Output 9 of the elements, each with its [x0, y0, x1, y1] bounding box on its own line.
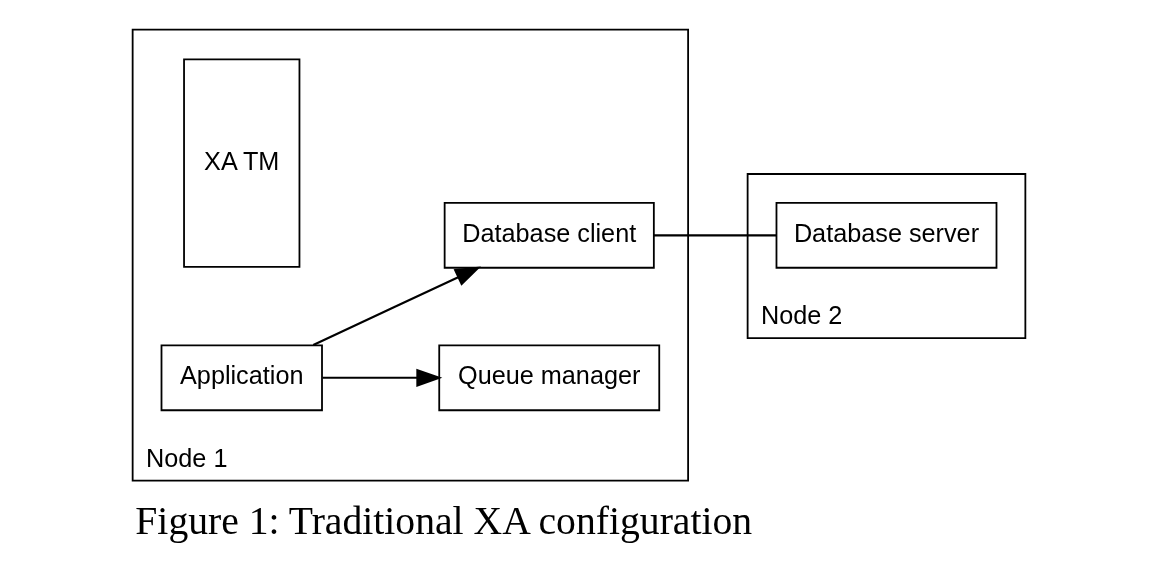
caption: Figure 1: Traditional XA configuration: [134, 498, 752, 543]
connector: [653, 234, 776, 237]
node-box: Application: [160, 344, 323, 412]
arrow: [322, 368, 442, 387]
node-box: Queue manager: [437, 344, 660, 412]
node-box: Database client: [443, 201, 655, 269]
arrow: [312, 266, 481, 347]
node-box: XA TM: [182, 58, 300, 268]
node-box: Database server: [775, 201, 997, 269]
